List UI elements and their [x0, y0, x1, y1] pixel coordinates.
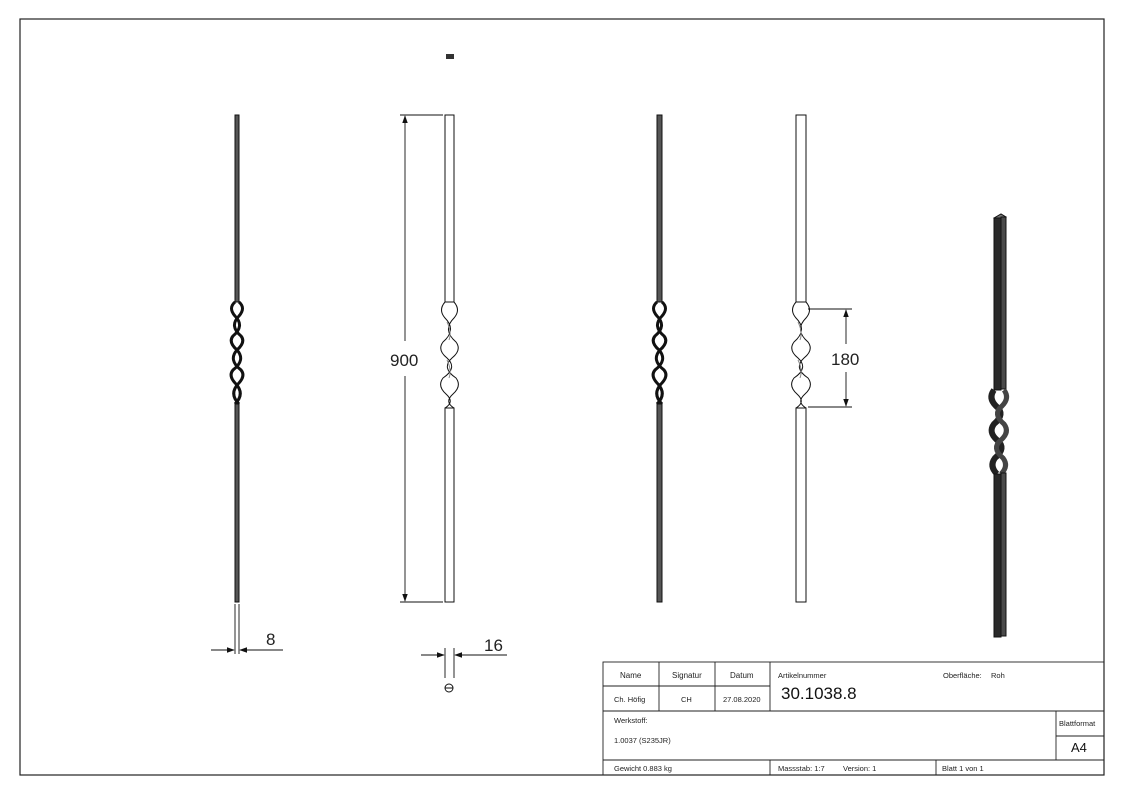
sheet-format-value: A4 [1071, 740, 1087, 755]
signature-value: CH [681, 695, 692, 704]
signature-header: Signatur [672, 671, 702, 680]
height-dimension-label: 900 [390, 351, 418, 370]
sheet-border [19, 18, 1105, 776]
article-number: 30.1038.8 [781, 684, 857, 703]
thickness-dimension [211, 604, 283, 654]
sheet-format-label: Blattformat [1059, 719, 1096, 728]
scale-value: Massstab: 1:7 [778, 764, 825, 773]
surface-label: Oberfläche: [943, 671, 982, 680]
twist-length-dimension [808, 308, 852, 408]
width-dimension [421, 648, 507, 678]
twist-length-dimension-label: 180 [831, 350, 859, 369]
weight-value: Gewicht 0.883 kg [614, 764, 672, 773]
front-view-1 [440, 114, 459, 603]
isometric-view [988, 213, 1010, 638]
name-header: Name [620, 671, 642, 680]
height-dimension [400, 114, 443, 603]
front-view-2 [791, 114, 811, 603]
surface-value: Roh [991, 671, 1005, 680]
name-value: Ch. Höfig [614, 695, 645, 704]
article-label: Artikelnummer [778, 671, 827, 680]
material-label: Werkstoff: [614, 716, 647, 725]
date-header: Datum [730, 671, 754, 680]
version-value: Version: 1 [843, 764, 876, 773]
side-view-2 [651, 114, 668, 603]
width-dimension-label: 16 [484, 636, 503, 655]
section-view [444, 683, 454, 693]
date-value: 27.08.2020 [723, 695, 761, 704]
projection-symbol [446, 54, 454, 59]
sheet-number: Blatt 1 von 1 [942, 764, 984, 773]
material-value: 1.0037 (S235JR) [614, 736, 671, 745]
title-block [602, 661, 1105, 776]
thickness-dimension-label: 8 [266, 630, 275, 649]
side-view-1 [229, 114, 245, 603]
